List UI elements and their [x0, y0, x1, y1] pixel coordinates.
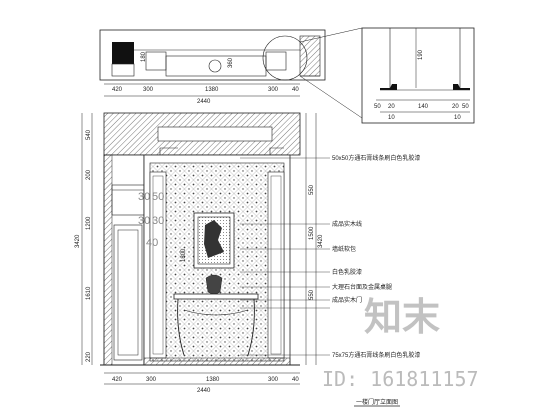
right-dim-3: 550	[309, 289, 315, 300]
plan-black-block	[112, 42, 134, 64]
detail-dim-2: 20	[388, 104, 395, 110]
bottom-dim-3: 1380	[206, 377, 220, 383]
callout-7: 大理石台面及金属桌腿	[332, 283, 392, 291]
detail-dim-6: 10	[388, 115, 395, 121]
left-dim-4: 1610	[86, 286, 92, 300]
plan-inner-dim-2: 360	[228, 57, 234, 68]
detail-view: 190 50 20 140 20 50 10 10	[361, 27, 475, 124]
left-dim-5: 220	[86, 351, 92, 362]
inner-dim-4: 30	[152, 215, 164, 227]
callout-9: 75x75方通石膏线条刷白色乳胶漆	[332, 351, 420, 359]
bottom-dim-1: 420	[112, 377, 123, 383]
callouts: 50x50方通石膏线条刷白色乳胶漆 成品实木线 墙纸软包 白色乳胶漆 大理石台面…	[240, 154, 420, 359]
plan-dim-3: 1380	[205, 87, 219, 93]
elevation-view: 540 200 1200 1610 220 3420 550 1500 550 …	[75, 112, 420, 407]
center-dim: 1800	[181, 248, 187, 262]
detail-dim-height: 190	[418, 49, 424, 60]
plan-dim-1: 420	[112, 87, 123, 93]
right-dim-total: 3420	[318, 234, 324, 248]
inner-dim-5: 40	[146, 237, 158, 249]
watermark-brand: 知末	[364, 295, 440, 339]
inner-dim-1: 30	[138, 191, 150, 203]
bottom-dim-total: 2440	[197, 388, 211, 394]
bottom-dim-2: 300	[146, 377, 157, 383]
callout-6: 白色乳胶漆	[332, 268, 362, 276]
vase	[205, 274, 223, 295]
callout-5: 墙纸软包	[332, 245, 356, 253]
callout-4: 成品实木线	[332, 220, 362, 228]
inner-dim-2: 50	[152, 191, 164, 203]
plan-inner-dim-1: 180	[141, 51, 147, 62]
left-dim-3: 1200	[86, 216, 92, 230]
right-dim-2: 1500	[309, 226, 315, 240]
detail-dim-1: 50	[374, 104, 381, 110]
callout-1: 50x50方通石膏线条刷白色乳胶漆	[332, 154, 420, 162]
plan-dim-4: 300	[268, 87, 279, 93]
plan-view: 180 360 420 300 1380 300 40 2440	[99, 27, 363, 119]
bottom-dim-5: 40	[292, 377, 299, 383]
drawing-title: 一楼门厅立面图	[356, 398, 398, 406]
detail-dim-4: 20	[452, 104, 459, 110]
detail-dim-5: 50	[462, 104, 469, 110]
watermark: 知末 ID: 161811157	[322, 295, 479, 391]
inner-dim-3: 30	[138, 215, 150, 227]
detail-dim-7: 10	[454, 115, 461, 121]
left-dim-2: 200	[86, 169, 92, 180]
plan-dim-total: 2440	[197, 99, 211, 105]
left-dim-1: 540	[86, 129, 92, 140]
watermark-id: ID: 161811157	[322, 367, 479, 391]
bottom-dim-4: 300	[268, 377, 279, 383]
plan-dim-5: 40	[292, 87, 299, 93]
right-dim-1: 550	[309, 184, 315, 195]
callout-8: 成品实木门	[332, 296, 362, 304]
console-table	[173, 293, 259, 300]
plan-dim-2: 300	[143, 87, 154, 93]
left-dim-total: 3420	[75, 234, 81, 248]
detail-dim-3: 140	[418, 104, 429, 110]
